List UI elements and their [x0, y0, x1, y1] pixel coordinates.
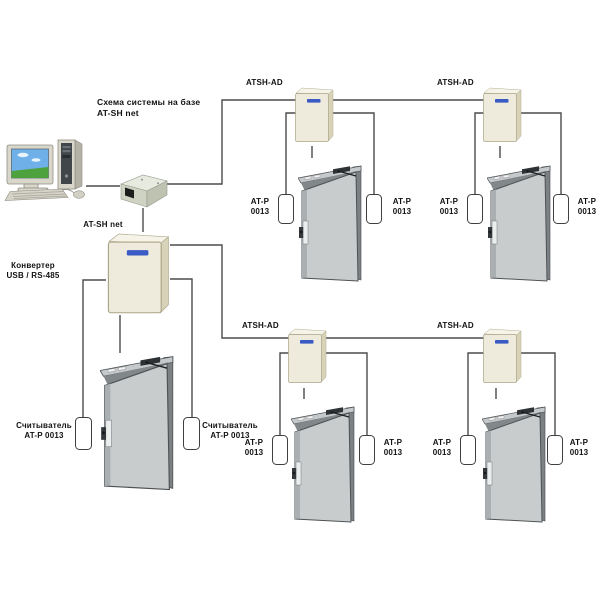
reader-device: [460, 435, 476, 465]
main-right-reader-label: Считыватель AT-P 0013: [202, 421, 258, 440]
reader-label: AT-P 0013: [250, 197, 270, 216]
wire-converter-to-top-bus: [166, 99, 502, 185]
door-controller-box: [483, 328, 522, 383]
reader-device: [366, 194, 382, 224]
wire-controller-to-door-dashes: [303, 146, 501, 399]
network-bus-label: AT-SH net: [83, 220, 123, 229]
controller-label: ATSH-AD: [246, 78, 283, 87]
wire-to-main-right-reader: [170, 278, 193, 418]
main-right-reader-device: [183, 417, 200, 450]
door-illustration: [482, 406, 546, 523]
door-illustration: [298, 165, 362, 282]
controller-label: ATSH-AD: [437, 321, 474, 330]
door-illustration: [487, 165, 551, 282]
door-illustration: [291, 406, 355, 523]
usb-rs485-converter-icon: [120, 174, 168, 208]
diagram-title: Схема системы на базе AT-SH net: [97, 97, 201, 118]
reader-device: [359, 435, 375, 465]
reader-device: [553, 194, 569, 224]
converter-label: Конвертер USB / RS-485: [6, 261, 60, 280]
wire-to-main-left-reader: [82, 279, 106, 418]
desktop-computer-icon: [4, 139, 85, 201]
main-left-reader-device: [75, 417, 92, 450]
reader-label: AT-P 0013: [439, 197, 459, 216]
reader-device: [547, 435, 563, 465]
reader-label: AT-P 0013: [392, 197, 412, 216]
reader-label: AT-P 0013: [577, 197, 597, 216]
reader-label: AT-P 0013: [383, 438, 403, 457]
reader-device: [272, 435, 288, 465]
controller-label: ATSH-AD: [242, 321, 279, 330]
door-controller-box: [483, 87, 522, 142]
main-door-illustration: [100, 355, 174, 491]
reader-device: [467, 194, 483, 224]
reader-device: [278, 194, 294, 224]
reader-label: AT-P 0013: [244, 438, 264, 457]
main-left-reader-label: Считыватель AT-P 0013: [16, 421, 72, 440]
door-controller-box: [295, 87, 334, 142]
network-controller-box: [107, 233, 170, 314]
wire-network-controller-to-bottom-bus: [170, 244, 502, 339]
reader-label: AT-P 0013: [432, 438, 452, 457]
controller-label: ATSH-AD: [437, 78, 474, 87]
reader-label: AT-P 0013: [569, 438, 589, 457]
door-controller-box: [288, 328, 327, 383]
